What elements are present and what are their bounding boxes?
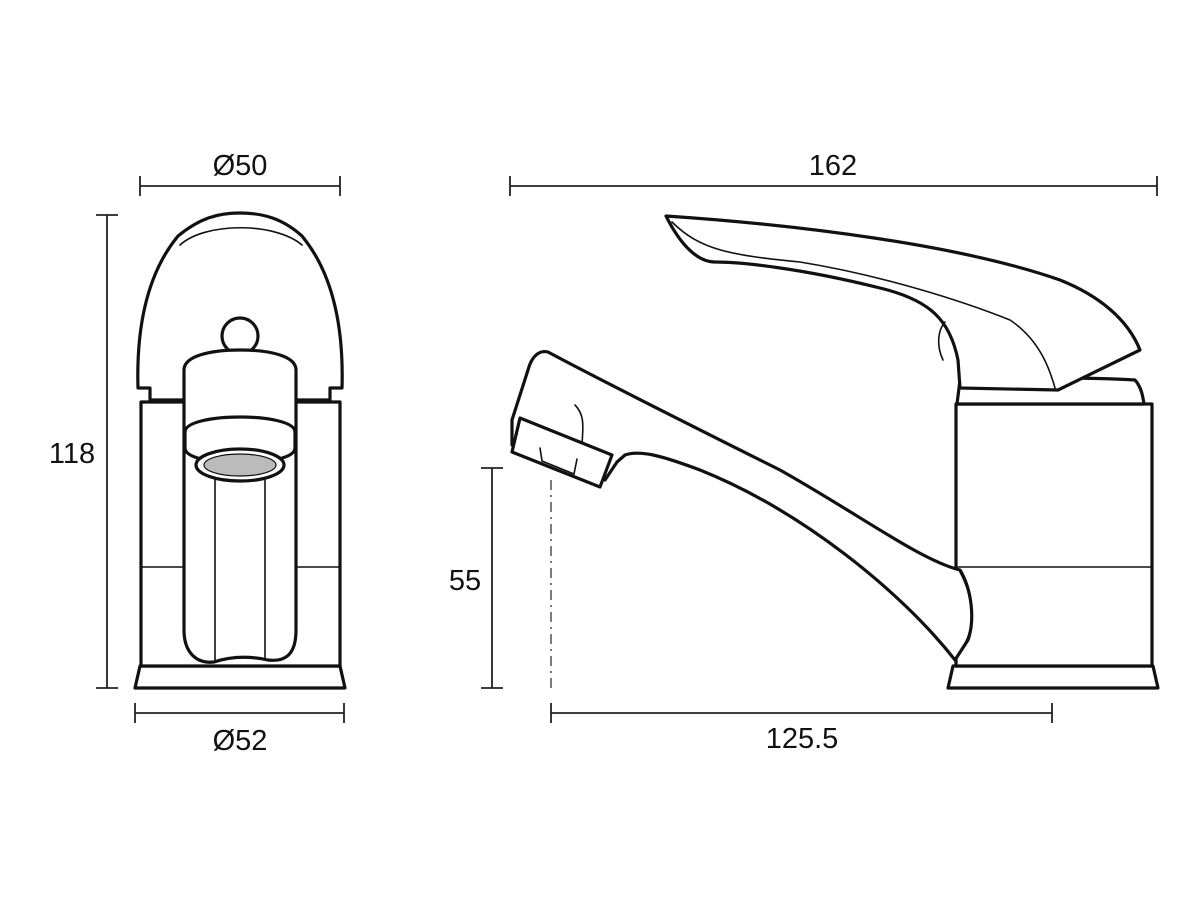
dimension-base-diameter: Ø52 bbox=[134, 703, 345, 757]
label-spout-reach: 125.5 bbox=[766, 723, 839, 755]
side-spout-end-line bbox=[959, 571, 973, 649]
side-lever-contour bbox=[671, 221, 1056, 389]
side-lever bbox=[664, 214, 1142, 392]
side-lever-pin bbox=[937, 321, 946, 361]
label-top-diameter: Ø50 bbox=[213, 150, 268, 182]
side-nozzle bbox=[510, 416, 614, 489]
side-spout bbox=[510, 349, 974, 662]
side-base bbox=[946, 664, 1160, 690]
front-spout bbox=[182, 348, 298, 664]
label-overall-length: 162 bbox=[809, 150, 857, 182]
label-base-diameter: Ø52 bbox=[213, 725, 268, 757]
label-spout-height: 55 bbox=[449, 565, 481, 597]
front-view bbox=[133, 211, 347, 690]
dimension-overall-length: 162 bbox=[509, 150, 1158, 196]
dimension-top-diameter: Ø50 bbox=[139, 150, 341, 196]
dimension-spout-height: 55 bbox=[449, 467, 503, 689]
side-nozzle-tip bbox=[539, 447, 578, 476]
side-body bbox=[954, 402, 1154, 668]
front-base bbox=[133, 664, 347, 690]
front-aerator-mesh bbox=[203, 453, 277, 477]
dimension-height: 118 bbox=[49, 214, 118, 689]
front-dome-highlight bbox=[179, 226, 303, 246]
front-lever-dome bbox=[136, 211, 344, 402]
dimension-spout-reach: 125.5 bbox=[550, 703, 1053, 755]
label-height: 118 bbox=[49, 438, 95, 470]
side-view bbox=[510, 214, 1160, 690]
